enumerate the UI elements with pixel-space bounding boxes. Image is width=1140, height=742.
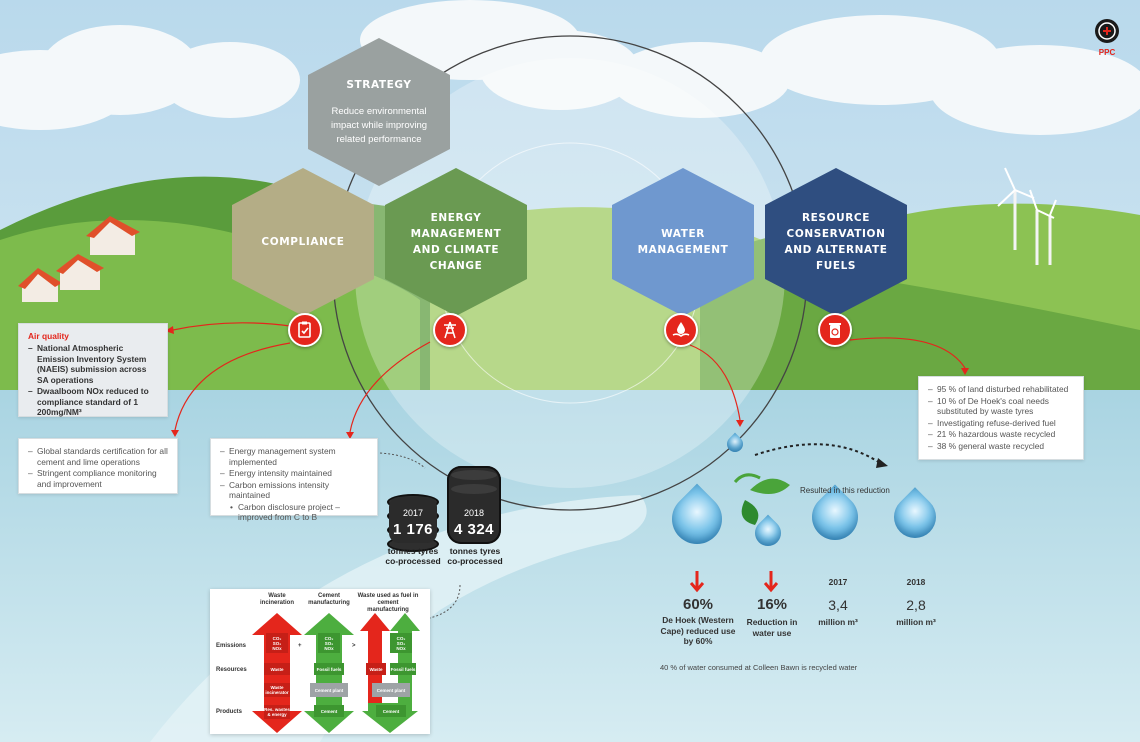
- year-label: 2017: [828, 577, 848, 587]
- recycle-bin-icon: [818, 313, 852, 347]
- resource-cell: Fossil fuels: [390, 663, 416, 675]
- stat-caption: De Hoek (Western Cape) reduced use by 60…: [660, 615, 736, 646]
- tyre-value: 4 324: [453, 521, 495, 538]
- column-header: Waste used as fuel in cement manufacturi…: [357, 593, 419, 613]
- down-arrow-icon: [764, 571, 778, 593]
- plant-cell: Waste incinerator: [264, 683, 290, 697]
- emission-cell: CO₂ SO₂ NOx: [266, 633, 288, 653]
- logo-text: PPC: [1098, 48, 1116, 57]
- water-title: WATER MANAGEMENT: [637, 228, 729, 256]
- stat-value: 60%: [682, 596, 714, 613]
- resource-cell: Waste: [366, 663, 386, 675]
- waste-diagram: Waste incineration Cement manufacturing …: [210, 589, 430, 734]
- air-quality-box: Air quality National Atmospheric Emissio…: [18, 323, 168, 417]
- year-unit: million m³: [896, 617, 936, 627]
- energy-title: ENERGY MANAGEMENT AND CLIMATE CHANGE: [410, 212, 502, 272]
- operator-greater: >: [352, 643, 356, 649]
- strategy-title: STRATEGY: [346, 79, 412, 91]
- pylon-icon: [433, 313, 467, 347]
- compliance-box: Global standards certification for all c…: [18, 438, 178, 494]
- year-unit: million m³: [818, 617, 858, 627]
- year-value: 3,4: [828, 597, 848, 613]
- stat-caption: Reduction in water use: [746, 617, 798, 638]
- hex-resource: RESOURCE CONSERVATION AND ALTERNATE FUEL…: [765, 168, 907, 316]
- column-header: Waste incineration: [259, 593, 294, 606]
- resource-cell: Fossil fuels: [314, 663, 344, 675]
- product-cell: Res. wastes & energy: [264, 705, 290, 719]
- emission-cell: CO₂ SO₂ NOx: [318, 633, 340, 653]
- tyre-year: 2018: [463, 508, 485, 518]
- resource-title: RESOURCE CONSERVATION AND ALTERNATE FUEL…: [784, 212, 888, 272]
- resource-item: 38 % general waste recycled: [928, 441, 1074, 452]
- water-hand-icon: [664, 313, 698, 347]
- air-quality-item: National Atmospheric Emission Inventory …: [28, 343, 158, 385]
- column-header: Cement manufacturing: [308, 593, 350, 606]
- resource-box: 95 % of land disturbed rehabilitated 10 …: [918, 376, 1084, 460]
- hex-water: WATER MANAGEMENT: [612, 168, 754, 316]
- resource-cell: Waste: [264, 663, 290, 675]
- row-label: Resources: [216, 667, 247, 673]
- year-value: 2,8: [906, 597, 926, 613]
- ppc-logo-icon: PPC: [1090, 18, 1124, 58]
- strategy-description: Reduce environmental impact while improv…: [330, 106, 428, 145]
- product-cell: Cement: [314, 705, 344, 717]
- compliance-title: COMPLIANCE: [261, 236, 345, 248]
- row-label: Emissions: [216, 643, 247, 649]
- resource-item: 95 % of land disturbed rehabilitated: [928, 384, 1074, 395]
- emission-cell: CO₂ SO₂ NOx: [390, 633, 412, 653]
- tyre-value: 1 176: [392, 521, 434, 538]
- reduction-label: Resulted in this reduction: [800, 486, 890, 495]
- energy-item: Energy management system implemented: [220, 446, 368, 467]
- energy-box: Energy management system implemented Ene…: [210, 438, 378, 522]
- resource-item: 21 % hazardous waste recycled: [928, 429, 1074, 440]
- energy-item: Energy intensity maintained: [220, 468, 368, 479]
- resource-item: Investigating refuse-derived fuel: [928, 418, 1074, 429]
- product-cell: Cement: [376, 705, 406, 717]
- clipboard-check-icon: [288, 313, 322, 347]
- water-note: 40 % of water consumed at Colleen Bawn i…: [660, 663, 858, 672]
- operator-plus: +: [298, 643, 302, 649]
- down-arrow-icon: [690, 571, 704, 593]
- stat-value: 16%: [756, 596, 788, 613]
- year-label: 2018: [906, 577, 926, 587]
- air-quality-heading: Air quality: [28, 331, 69, 341]
- row-label: Products: [216, 709, 243, 715]
- air-quality-item: Dwaalboom NOx reduced to compliance stan…: [28, 386, 158, 418]
- energy-item: Carbon emissions intensity maintained: [220, 480, 368, 501]
- plant-cell: Cement plant: [372, 683, 410, 697]
- tyre-caption: tonnes tyres co-processed: [447, 546, 503, 566]
- tyre-year: 2017: [402, 508, 424, 518]
- plant-cell: Cement plant: [310, 683, 348, 697]
- resource-item: 10 % of De Hoek's coal needs substituted…: [928, 396, 1074, 417]
- energy-sub-item: Carbon disclosure project – improved fro…: [220, 502, 368, 523]
- compliance-item: Global standards certification for all c…: [28, 446, 168, 467]
- tyre-caption: tonnes tyres co-processed: [385, 546, 441, 566]
- compliance-item: Stringent compliance monitoring and impr…: [28, 468, 168, 489]
